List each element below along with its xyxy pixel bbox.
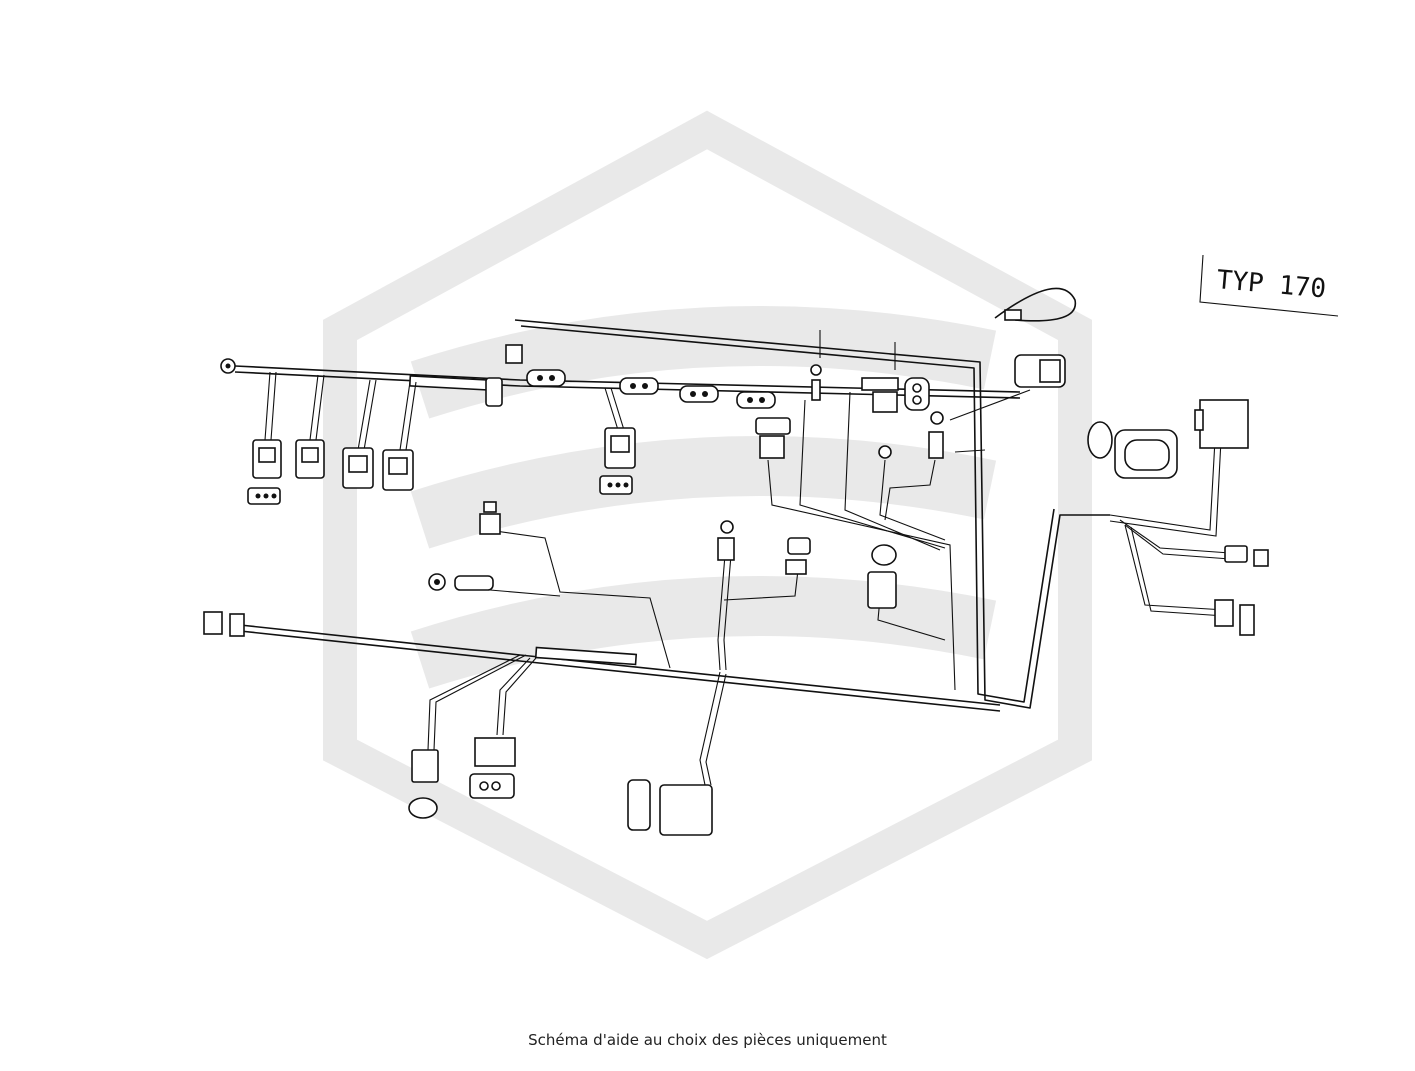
connector-elbow	[479, 501, 501, 535]
connector-right-lower	[1214, 599, 1255, 636]
connector-bottom-box	[469, 737, 516, 799]
connector-plug-6	[755, 417, 791, 459]
connector-sensor-small	[810, 364, 822, 401]
connector-left-flat	[203, 611, 245, 637]
type-label-text: TYP 170	[1215, 265, 1327, 304]
connector-square-mid	[785, 537, 811, 575]
cable-tie	[994, 287, 1077, 322]
connector-grommet	[1087, 421, 1178, 479]
connector-sensor-mid	[717, 520, 735, 561]
connector-plug-4	[382, 449, 414, 491]
watermark-logo	[323, 110, 1092, 960]
connector-mount	[867, 544, 897, 609]
inline-connector-row	[526, 369, 776, 409]
connector-plug-5	[599, 427, 636, 495]
connector-clip-top	[485, 344, 523, 407]
connector-bottom-left	[408, 749, 439, 819]
branch-wires	[264, 330, 1231, 786]
connector-plug-2	[295, 439, 325, 479]
connector-plug-3	[342, 447, 374, 489]
connector-plug-1	[247, 439, 282, 505]
connector-washer	[428, 573, 494, 591]
connector-ring-terminal-mid	[878, 411, 944, 459]
type-label: TYP 170	[1199, 254, 1339, 317]
diagram-caption: Schéma d'aide au choix des pièces unique…	[528, 1031, 887, 1049]
connector-ring-terminal-left	[220, 358, 236, 374]
main-harness-trunk	[234, 319, 1110, 712]
wiring-harness-diagram: TYP 170	[203, 110, 1339, 960]
connector-round-plug	[1014, 354, 1066, 388]
connector-multipin-block	[1194, 399, 1249, 449]
connector-ecu	[627, 779, 713, 836]
connector-right-small	[1224, 545, 1269, 567]
connector-relay	[861, 377, 930, 413]
